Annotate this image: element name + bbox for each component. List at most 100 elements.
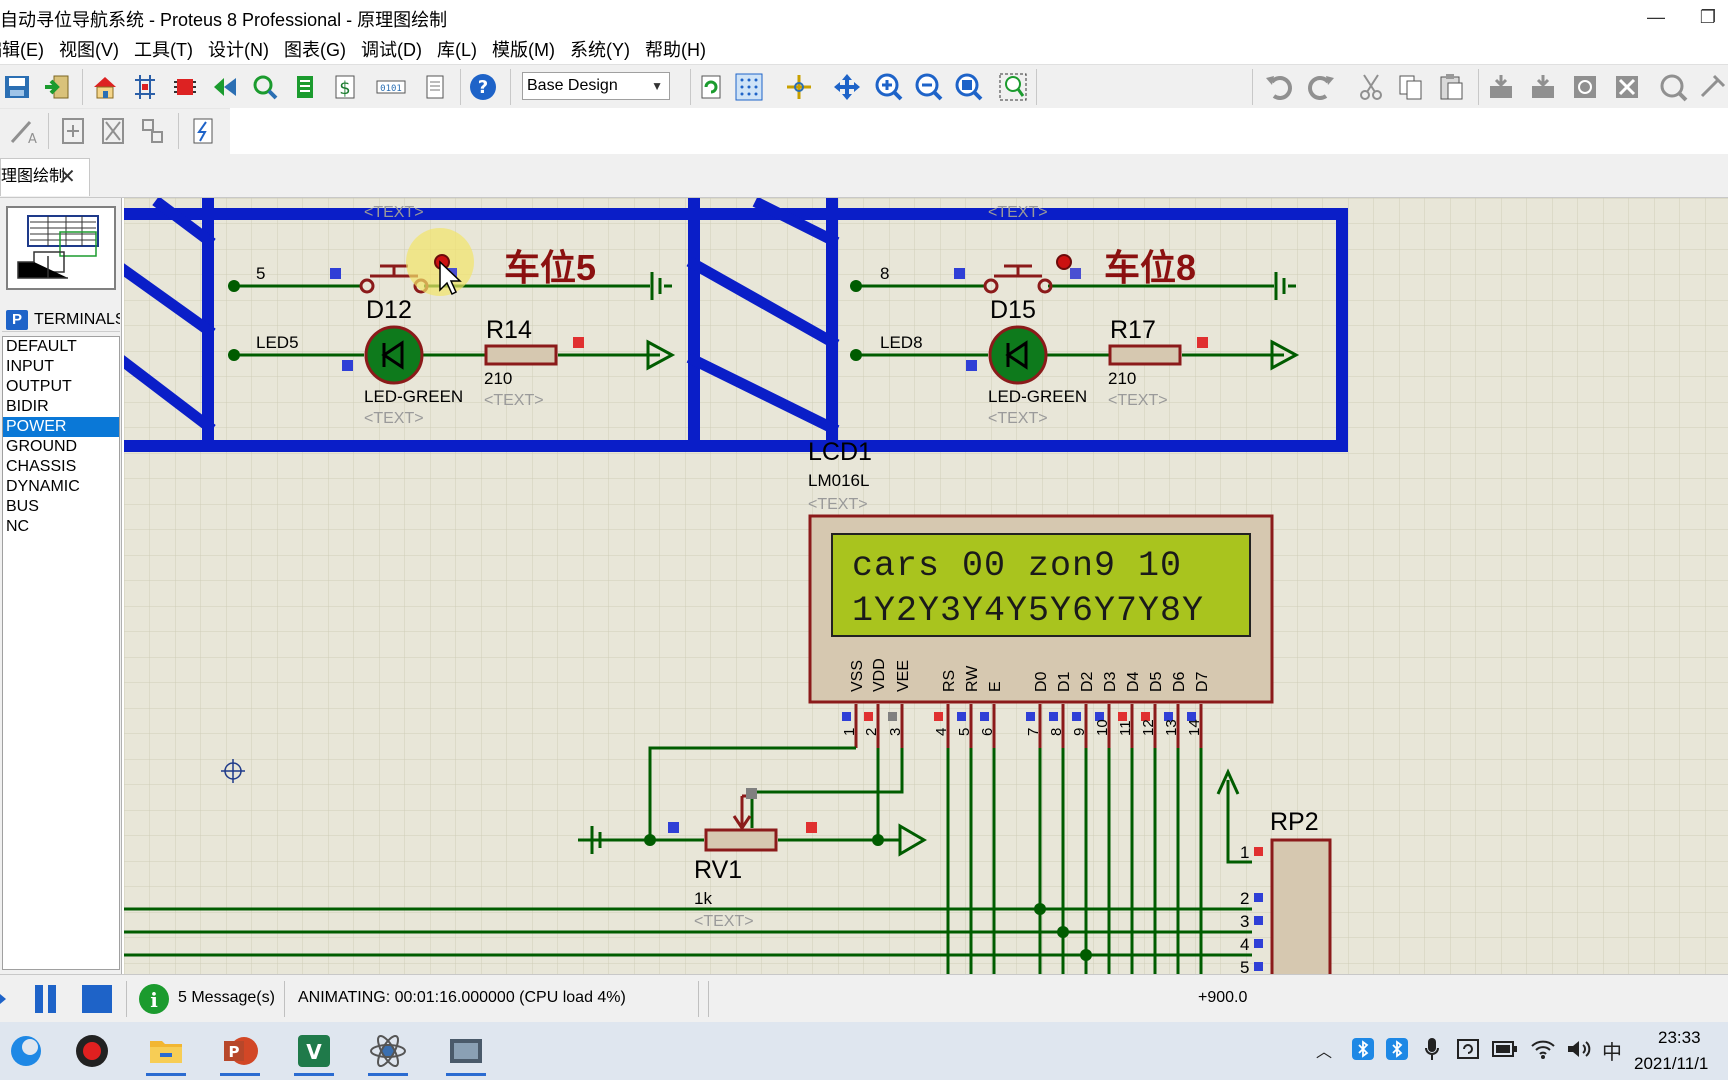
list-item[interactable]: DEFAULT <box>6 338 77 355</box>
sync-icon[interactable] <box>1456 1038 1480 1060</box>
menu-library[interactable]: 库(L) <box>436 40 477 60</box>
tab-schematic[interactable]: 原理图绘制 ✕ <box>0 158 90 196</box>
make-device-icon[interactable] <box>1696 70 1728 104</box>
list-item[interactable]: BIDIR <box>6 398 49 415</box>
bluetooth-tray-icon[interactable] <box>1352 1038 1374 1060</box>
keil-icon[interactable]: V <box>286 1026 342 1076</box>
led-green-icon[interactable] <box>364 325 424 385</box>
restore-button[interactable]: ❐ <box>1699 7 1717 27</box>
home-icon[interactable] <box>88 70 122 104</box>
lcd-module[interactable]: LCD1 LM016L <TEXT> cars 00 zon9 10 1Y2Y3… <box>808 438 1274 748</box>
bom-icon[interactable] <box>288 70 322 104</box>
board-app-icon[interactable] <box>438 1026 494 1076</box>
cut-icon[interactable] <box>1354 70 1388 104</box>
menu-help[interactable]: 帮助(H) <box>644 40 706 60</box>
list-item[interactable]: INPUT <box>6 358 54 375</box>
play-icon[interactable] <box>0 989 10 1009</box>
new-sheet-icon[interactable] <box>56 114 90 148</box>
terminal-list: DEFAULT INPUT OUTPUT BIDIR POWER GROUND … <box>2 336 120 970</box>
schematic-icon[interactable] <box>128 70 162 104</box>
chevron-up-icon[interactable]: ︿ <box>1316 1044 1333 1061</box>
resistor-icon[interactable] <box>1108 344 1182 366</box>
file-explorer-icon[interactable] <box>138 1026 194 1076</box>
help-icon[interactable]: ? <box>466 70 500 104</box>
battery-icon[interactable] <box>1492 1040 1518 1058</box>
block-copy-icon[interactable] <box>1484 70 1518 104</box>
led-green-icon[interactable] <box>988 325 1048 385</box>
pause-icon[interactable] <box>34 985 58 1013</box>
refresh-icon[interactable] <box>694 70 728 104</box>
remove-sheet-icon[interactable] <box>96 114 130 148</box>
netlist-icon[interactable] <box>186 114 220 148</box>
pcb-icon[interactable] <box>168 70 202 104</box>
clock-date[interactable]: 2021/11/1 <box>1634 1054 1709 1073</box>
notes-icon[interactable] <box>418 70 452 104</box>
ime-indicator[interactable]: 中 <box>1602 1042 1622 1064</box>
overview-window[interactable] <box>6 206 116 290</box>
bluetooth-tray-icon-2[interactable] <box>1386 1038 1408 1060</box>
list-item[interactable]: CHASSIS <box>6 458 77 475</box>
origin-icon[interactable] <box>782 70 816 104</box>
proteus-icon[interactable] <box>360 1026 416 1076</box>
lcd-pin-label: VDD <box>871 658 888 692</box>
block-delete-icon[interactable] <box>1610 70 1644 104</box>
list-item[interactable]: DYNAMIC <box>6 478 80 495</box>
block-move-icon[interactable] <box>1526 70 1560 104</box>
lcd-pin-marker <box>1049 712 1058 721</box>
block-rotate-icon[interactable] <box>1568 70 1602 104</box>
lcd-pin-marker <box>1187 712 1196 721</box>
list-item[interactable]: BUS <box>6 498 39 515</box>
pick-device-icon[interactable] <box>1656 70 1690 104</box>
binary-icon[interactable]: 0101 <box>374 70 408 104</box>
resistor-icon[interactable] <box>484 344 558 366</box>
paste-icon[interactable] <box>1434 70 1468 104</box>
design-select-value: Base Design <box>527 77 618 94</box>
menu-system[interactable]: 系统(Y) <box>569 40 630 60</box>
grid-toggle-icon[interactable] <box>732 70 766 104</box>
pick-mode-button[interactable]: P <box>6 310 28 330</box>
close-icon[interactable]: ✕ <box>59 166 76 188</box>
menu-tools[interactable]: 工具(T) <box>134 40 193 60</box>
import-icon[interactable] <box>40 70 74 104</box>
record-icon[interactable] <box>64 1026 120 1076</box>
list-item[interactable]: GROUND <box>6 438 78 455</box>
powerpoint-icon[interactable]: P <box>212 1026 268 1076</box>
zoom-in-icon[interactable] <box>872 70 906 104</box>
design-select[interactable]: Base Design ▼ <box>522 72 670 100</box>
menu-design[interactable]: 设计(N) <box>207 40 269 60</box>
browser-icon[interactable] <box>0 1026 56 1076</box>
menu-view[interactable]: 视图(V) <box>59 40 119 60</box>
save-icon[interactable] <box>0 70 34 104</box>
clock-time[interactable]: 23:33 <box>1658 1028 1701 1047</box>
menu-edit[interactable]: 编辑(E) <box>0 40 44 60</box>
zoom-out-icon[interactable] <box>912 70 946 104</box>
menu-graph[interactable]: 图表(G) <box>283 40 346 60</box>
gerber-icon[interactable] <box>248 70 282 104</box>
dollar-icon[interactable]: $ <box>328 70 362 104</box>
parent-sheet-icon[interactable] <box>136 114 170 148</box>
pan-icon[interactable] <box>830 70 864 104</box>
auto-wire-icon[interactable]: A <box>6 114 40 148</box>
info-icon[interactable]: i <box>138 983 170 1015</box>
undo-icon[interactable] <box>1262 70 1296 104</box>
redo-icon[interactable] <box>1304 70 1338 104</box>
list-item[interactable]: NC <box>6 518 30 535</box>
schematic-canvas[interactable]: <TEXT> 5 车位5 D12 LED5 <box>124 198 1728 974</box>
menu-debug[interactable]: 调试(D) <box>360 40 422 60</box>
minimize-button[interactable]: — <box>1647 7 1665 27</box>
push-button-icon[interactable] <box>983 264 1053 294</box>
list-item-selected[interactable]: POWER <box>3 417 119 437</box>
zoom-all-icon[interactable] <box>952 70 986 104</box>
menu-template[interactable]: 模版(M) <box>491 40 555 60</box>
stop-icon[interactable] <box>82 985 112 1013</box>
list-item[interactable]: OUTPUT <box>6 378 72 395</box>
potentiometer-rv1[interactable]: RV1 1k <TEXT> <box>578 788 927 930</box>
wifi-icon[interactable] <box>1530 1038 1556 1060</box>
zoom-area-icon[interactable] <box>996 70 1030 104</box>
copy-icon[interactable] <box>1394 70 1428 104</box>
message-count[interactable]: 5 Message(s) <box>178 989 275 1006</box>
volume-icon[interactable] <box>1566 1038 1592 1060</box>
3d-view-icon[interactable] <box>208 70 242 104</box>
microphone-icon[interactable] <box>1424 1036 1440 1062</box>
